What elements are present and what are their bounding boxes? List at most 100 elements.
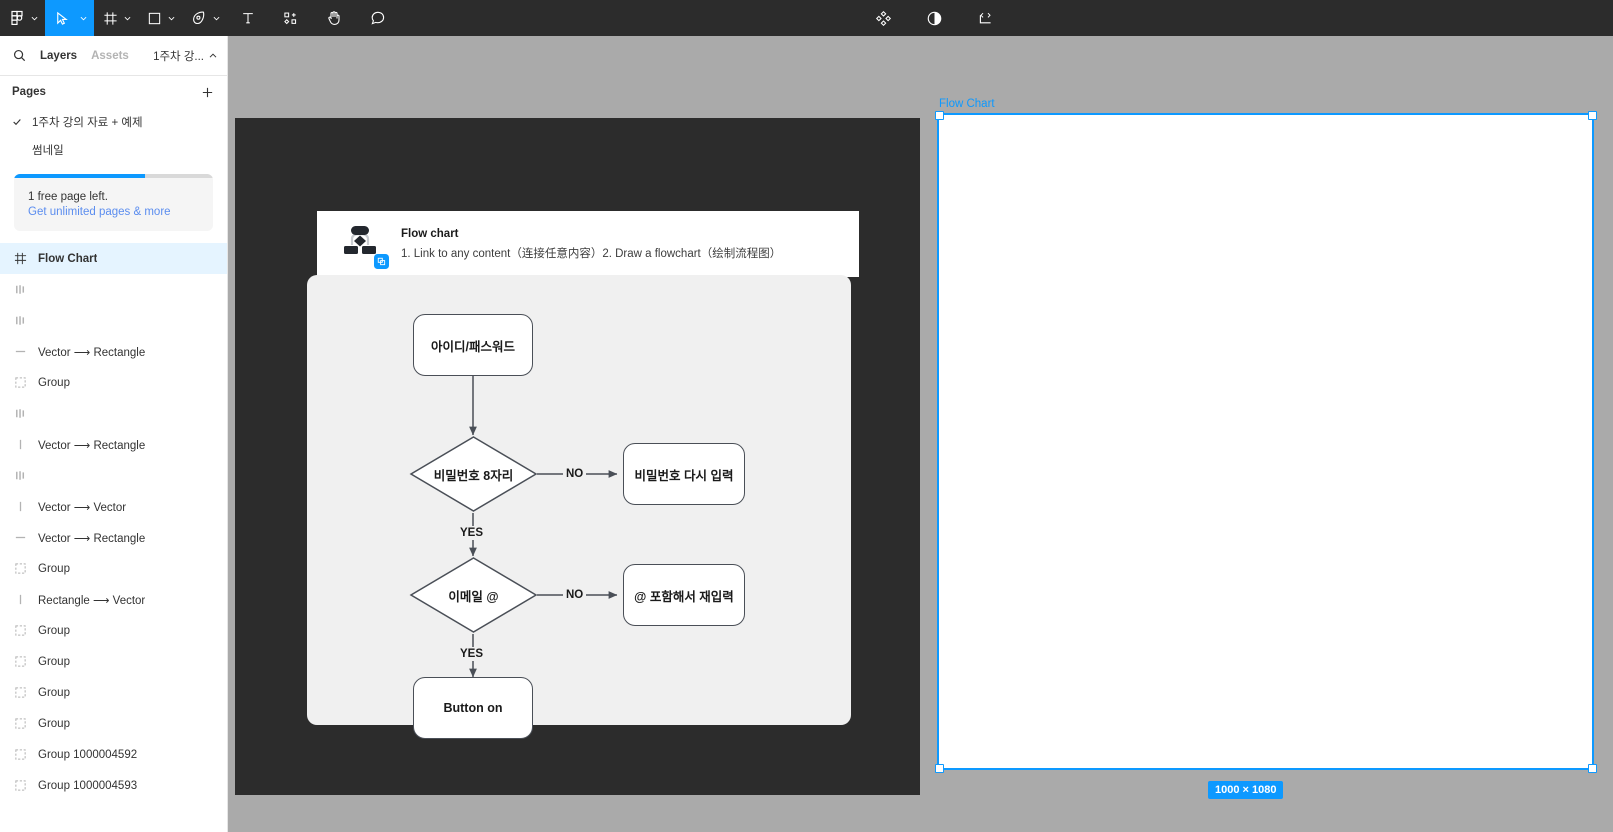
layer-row-flow-chart[interactable]: Flow Chart bbox=[0, 243, 227, 274]
group-icon bbox=[12, 685, 28, 701]
pages-header: Pages bbox=[0, 76, 227, 108]
layer-name: Vector ⟶ Rectangle bbox=[38, 532, 146, 545]
group-icon bbox=[12, 716, 28, 732]
text-tool-icon[interactable] bbox=[227, 0, 269, 36]
get-unlimited-pages-link[interactable]: Get unlimited pages & more bbox=[28, 206, 171, 218]
search-icon[interactable] bbox=[10, 47, 28, 65]
frame-icon bbox=[12, 251, 28, 267]
contrast-icon[interactable] bbox=[917, 0, 952, 36]
layer-row-vector-rectangle[interactable]: Vector ⟶ Rectangle bbox=[0, 336, 227, 367]
frame-label-flow-chart[interactable]: Flow Chart bbox=[939, 98, 995, 110]
layer-row[interactable] bbox=[0, 398, 227, 429]
plugins-icon[interactable] bbox=[866, 0, 901, 36]
layer-row[interactable] bbox=[0, 305, 227, 336]
layer-name: Group bbox=[38, 624, 70, 637]
sidebar-tabs: Layers Assets 1주차 강... bbox=[0, 36, 227, 76]
flow-node-password-8-digits[interactable] bbox=[409, 435, 538, 513]
layer-row[interactable] bbox=[0, 460, 227, 491]
selected-frame-flow-chart[interactable] bbox=[937, 113, 1594, 770]
flow-node-label: 아이디/패스워드 bbox=[431, 339, 515, 354]
line-icon bbox=[12, 344, 28, 360]
edge-label-no-2: NO bbox=[563, 588, 587, 602]
vertical-line-icon bbox=[12, 499, 28, 515]
page-item-0[interactable]: 1주차 강의 자료 + 예제 bbox=[0, 108, 227, 136]
move-tool-icon[interactable] bbox=[45, 0, 78, 36]
tab-assets[interactable]: Assets bbox=[91, 49, 129, 62]
layer-row-group-1000004592[interactable]: Group 1000004592 bbox=[0, 739, 227, 770]
frame-tool-caret-icon[interactable] bbox=[122, 0, 138, 36]
shape-tool-caret-icon[interactable] bbox=[166, 0, 182, 36]
flow-node-button-on[interactable]: Button on bbox=[413, 677, 533, 739]
text-layer-icon bbox=[12, 468, 28, 484]
comment-tool-icon[interactable] bbox=[356, 0, 400, 36]
layer-name: Group bbox=[38, 717, 70, 730]
edge-label-no-1: NO bbox=[563, 467, 587, 481]
layer-row-group[interactable]: Group bbox=[0, 708, 227, 739]
selection-size-badge: 1000 × 1080 bbox=[1208, 781, 1284, 799]
layer-name: Group bbox=[38, 686, 70, 699]
edge-label-yes-1: YES bbox=[457, 526, 487, 540]
flow-node-label: @ 포함해서 재입력 bbox=[634, 589, 734, 604]
flow-node-label: 이메일 @ bbox=[448, 589, 499, 604]
layer-row-group[interactable]: Group bbox=[0, 553, 227, 584]
layer-name: Group bbox=[38, 562, 70, 575]
text-layer-icon bbox=[12, 282, 28, 298]
layer-row[interactable] bbox=[0, 274, 227, 305]
selection-handle-bottom-right[interactable] bbox=[1588, 764, 1597, 773]
dev-mode-icon[interactable] bbox=[968, 0, 1003, 36]
flow-chart-info-card: Flow chart 1. Link to any content（连接任意内容… bbox=[317, 211, 859, 277]
figma-menu-caret-icon[interactable] bbox=[29, 0, 45, 36]
promo-text: 1 free page left. bbox=[28, 191, 108, 203]
selection-handle-top-right[interactable] bbox=[1588, 111, 1597, 120]
flow-node-email-at[interactable] bbox=[409, 556, 538, 634]
selection-handle-top-left[interactable] bbox=[935, 111, 944, 120]
layer-name: Vector ⟶ Vector bbox=[38, 501, 127, 514]
design-canvas[interactable]: Flow chart 1. Link to any content（连接任意内容… bbox=[228, 36, 1613, 832]
free-pages-promo: 1 free page left. Get unlimited pages & … bbox=[0, 164, 227, 237]
group-icon bbox=[12, 561, 28, 577]
layer-row-vector-rectangle[interactable]: Vector ⟶ Rectangle bbox=[0, 522, 227, 553]
move-tool-caret-icon[interactable] bbox=[78, 0, 94, 36]
pages-title: Pages bbox=[12, 86, 46, 98]
layer-name: Rectangle ⟶ Vector bbox=[38, 594, 146, 607]
flow-node-label: Button on bbox=[443, 701, 503, 715]
layer-row-group[interactable]: Group bbox=[0, 615, 227, 646]
hand-tool-icon[interactable] bbox=[312, 0, 356, 36]
main-toolbar bbox=[0, 0, 1613, 36]
flow-node-reenter-with-at[interactable]: @ 포함해서 재입력 bbox=[623, 564, 745, 626]
pen-tool-icon[interactable] bbox=[182, 0, 211, 36]
layer-row-group[interactable]: Group bbox=[0, 646, 227, 677]
selection-handle-bottom-left[interactable] bbox=[935, 764, 944, 773]
info-card-description: 1. Link to any content（连接任意内容）2. Draw a … bbox=[401, 247, 782, 260]
flowchart-icon bbox=[337, 223, 389, 269]
left-sidebar: Layers Assets 1주차 강... Pages 1주차 강의 자료 +… bbox=[0, 36, 228, 832]
layer-row-vector-vector[interactable]: Vector ⟶ Vector bbox=[0, 491, 227, 522]
shape-rectangle-icon[interactable] bbox=[138, 0, 166, 36]
page-item-1[interactable]: 썸네일 bbox=[0, 136, 227, 164]
layer-row-group[interactable]: Group bbox=[0, 367, 227, 398]
pen-tool-caret-icon[interactable] bbox=[211, 0, 227, 36]
layer-name: Flow Chart bbox=[38, 252, 98, 265]
layer-row-vector-rectangle[interactable]: Vector ⟶ Rectangle bbox=[0, 429, 227, 460]
info-card-title: Flow chart bbox=[401, 227, 459, 240]
resources-icon[interactable] bbox=[269, 0, 312, 36]
figma-menu-icon[interactable] bbox=[0, 0, 29, 36]
add-page-button[interactable] bbox=[199, 84, 215, 100]
layer-row-group[interactable]: Group bbox=[0, 677, 227, 708]
flowchart-container: 아이디/패스워드 비밀번호 8자리 비밀번호 다시 입력 이메일 @ @ 포함해… bbox=[307, 275, 851, 739]
group-icon bbox=[12, 375, 28, 391]
vertical-line-icon bbox=[12, 437, 28, 453]
flow-node-id-password[interactable]: 아이디/패스워드 bbox=[413, 314, 533, 376]
vertical-line-icon bbox=[12, 592, 28, 608]
file-name-dropdown[interactable]: 1주차 강... bbox=[153, 48, 217, 64]
tab-layers[interactable]: Layers bbox=[40, 49, 78, 62]
layer-row-group-1000004593[interactable]: Group 1000004593 bbox=[0, 770, 227, 801]
text-layer-icon bbox=[12, 406, 28, 422]
layer-row-rectangle-vector[interactable]: Rectangle ⟶ Vector bbox=[0, 584, 227, 615]
pages-progress-track bbox=[14, 174, 213, 178]
frame-tool-icon[interactable] bbox=[94, 0, 122, 36]
toolbar-left-tools bbox=[0, 0, 400, 36]
flow-node-reenter-password[interactable]: 비밀번호 다시 입력 bbox=[623, 443, 745, 505]
layer-name: Group bbox=[38, 655, 70, 668]
layer-name: Vector ⟶ Rectangle bbox=[38, 346, 146, 359]
